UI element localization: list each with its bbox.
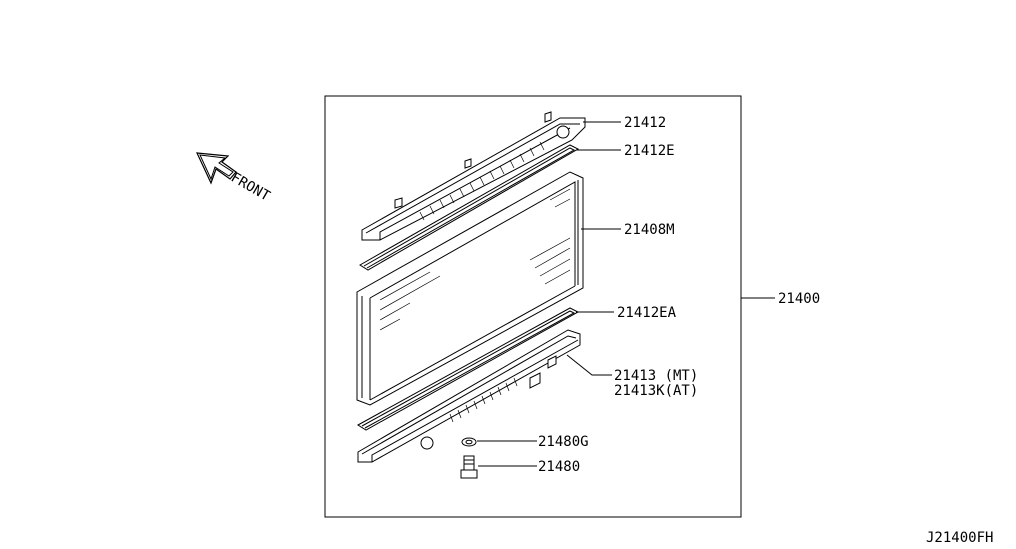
label-upper-seal: 21412E — [624, 143, 675, 159]
outlet-pipe-icon — [420, 436, 434, 450]
front-label: FRONT — [228, 170, 273, 205]
label-lower-tank-mt: 21413 (MT) — [614, 368, 698, 384]
upper-seal — [359, 144, 580, 271]
washer-icon — [461, 437, 477, 447]
label-drain-plug: 21480 — [538, 459, 580, 475]
label-assembly: 21400 — [778, 291, 820, 307]
upper-tank — [361, 111, 586, 241]
lower-tank — [357, 329, 581, 463]
radiator-core — [356, 171, 584, 406]
label-lower-tank-at: 21413K(AT) — [614, 383, 698, 399]
drain-plug-icon — [460, 455, 478, 479]
front-arrow-icon — [196, 152, 237, 185]
label-upper-tank: 21412 — [624, 115, 666, 131]
label-washer: 21480G — [538, 434, 589, 450]
filler-neck-icon — [556, 125, 570, 139]
label-lower-seal: 21412EA — [617, 305, 677, 321]
assembly-frame — [324, 95, 742, 518]
leader-lines — [477, 121, 775, 467]
figure-code: J21400FH — [926, 530, 993, 545]
label-core: 21408M — [624, 222, 675, 238]
